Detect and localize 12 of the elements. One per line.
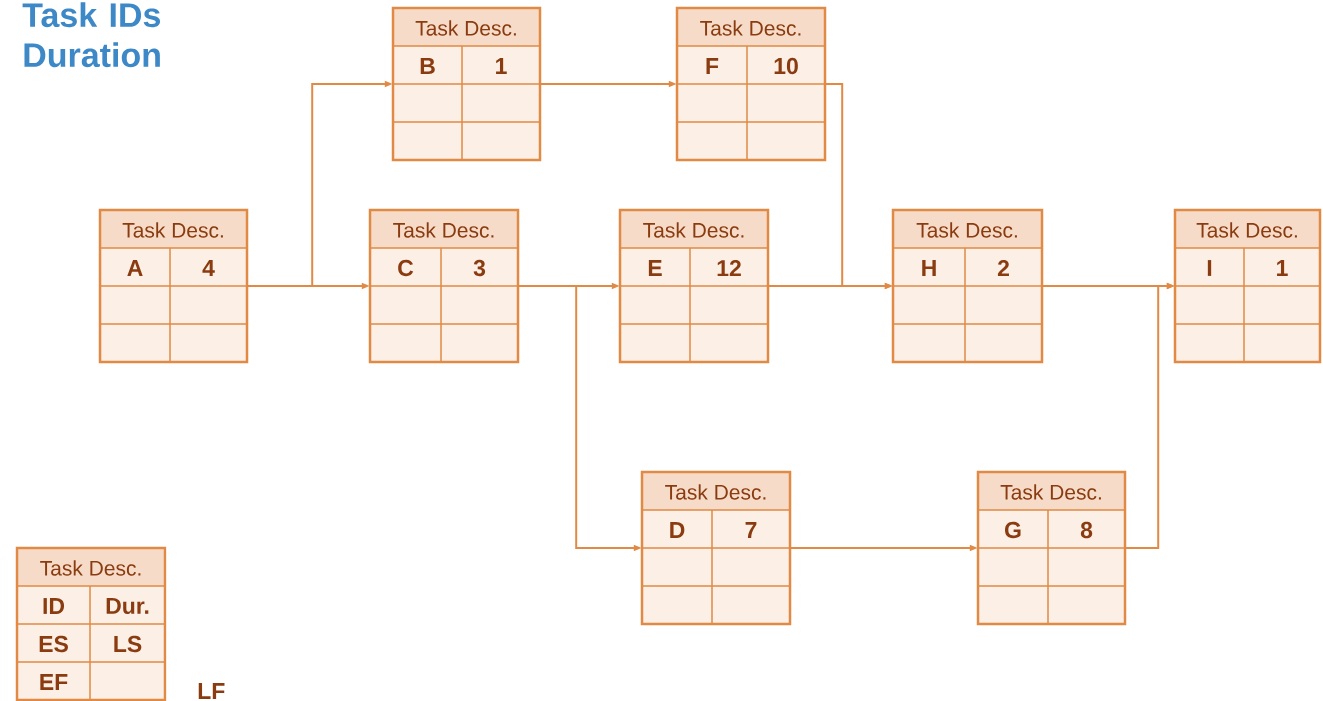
task-box: Task Desc. H 2 <box>891 208 1044 364</box>
beside-label: LF <box>198 683 225 699</box>
task-box: Task Desc. C 3 <box>368 208 520 364</box>
task-box: Task Desc. F 10 <box>675 6 827 162</box>
key-table: Task Desc. ID Dur. ES LS EF <box>15 546 167 701</box>
task-box: Task Desc. E 12 <box>618 208 770 364</box>
title: Task IDs Duration <box>22 2 160 68</box>
task-box: Task Desc. D 7 <box>640 470 792 626</box>
task-box: Task Desc. I 1 <box>1173 208 1322 364</box>
task-box: Task Desc. G 8 <box>976 470 1127 626</box>
task-box: Task Desc. B 1 <box>391 6 542 162</box>
task-box: Task Desc. A 4 <box>98 208 249 364</box>
